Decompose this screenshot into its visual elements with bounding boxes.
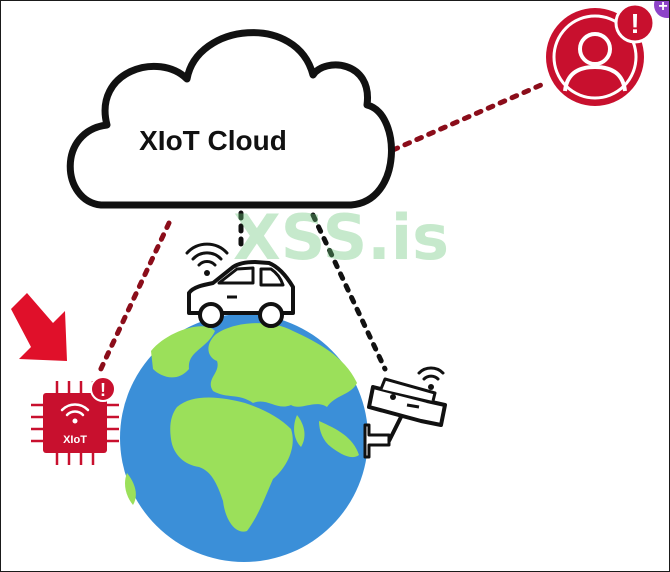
globe-icon xyxy=(120,314,368,562)
cloud-icon: XIoT Cloud xyxy=(66,29,395,209)
chip-label: XIoT xyxy=(63,434,87,446)
car-icon xyxy=(187,260,295,328)
corner-plus-icon: + xyxy=(658,1,667,15)
link-cloud-to-user xyxy=(390,82,544,153)
arrow-icon xyxy=(11,293,67,361)
corner-badge[interactable]: + xyxy=(654,1,670,18)
link-cloud-to-camera xyxy=(310,212,388,372)
camera-wifi-icon xyxy=(417,366,445,390)
cloud-label: XIoT Cloud xyxy=(139,125,287,156)
chip-alert-mark: ! xyxy=(100,380,106,400)
user-alert-icon: ! xyxy=(614,2,656,44)
security-camera-icon xyxy=(363,377,447,459)
chip-alert-icon: ! xyxy=(90,376,116,402)
link-cloud-to-chip xyxy=(96,220,172,376)
user-alert-mark: ! xyxy=(630,8,639,39)
car-wifi-icon xyxy=(185,242,229,276)
